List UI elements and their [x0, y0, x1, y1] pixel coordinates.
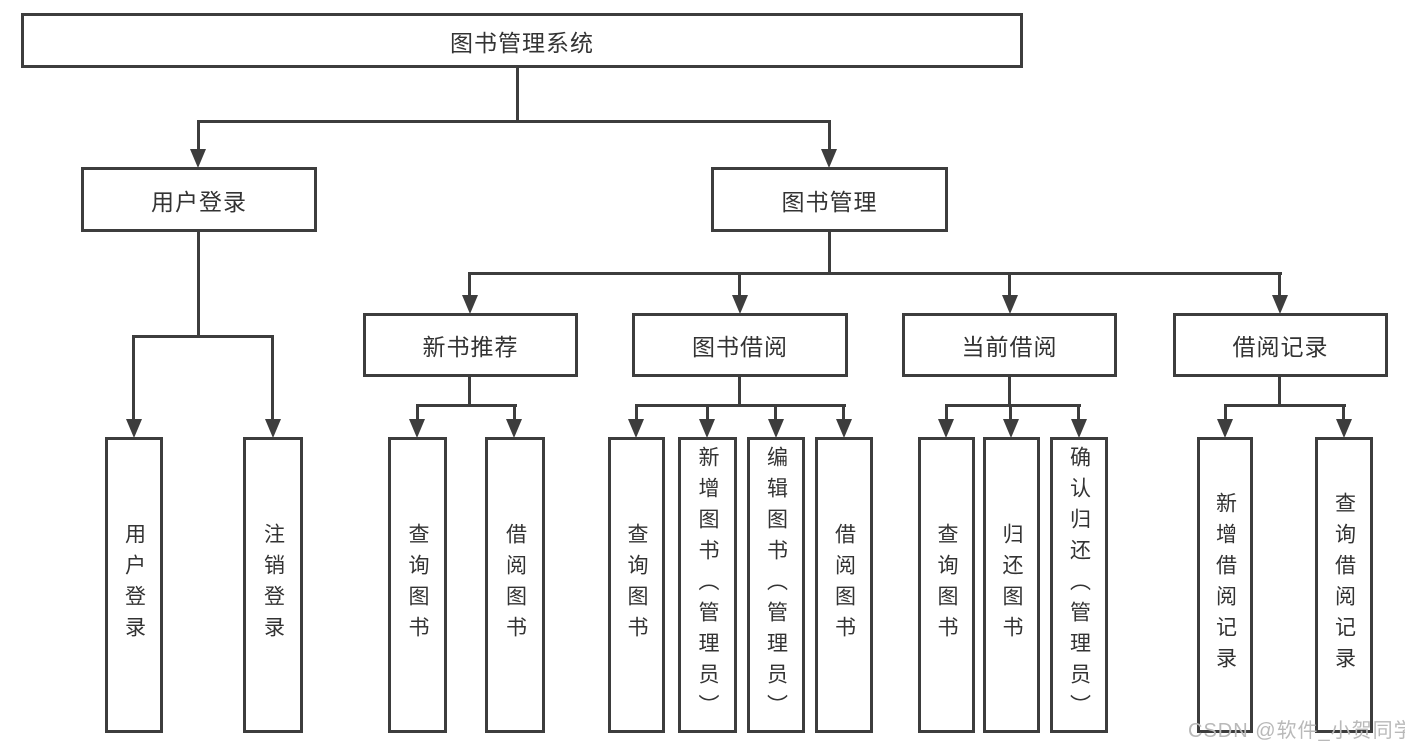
connector-root-span	[197, 120, 831, 123]
connector-to-user-login	[197, 120, 200, 153]
connector-root-stem	[516, 68, 519, 123]
arrow-down-icon	[821, 149, 837, 168]
arrow-down-icon	[768, 419, 784, 438]
arrow-down-icon	[1272, 295, 1288, 314]
connector-leaf-stub	[513, 404, 516, 421]
arrow-down-icon	[732, 295, 748, 314]
connector-leaf-stub	[1009, 404, 1012, 421]
connector-to-borrow-records	[1278, 272, 1281, 298]
node-user-login: 用户登录	[81, 167, 317, 232]
leaf-user-login: 用户登录	[105, 437, 163, 733]
arrow-down-icon	[1071, 419, 1087, 438]
arrow-down-icon	[1002, 295, 1018, 314]
connector-leaf-stub	[1224, 404, 1227, 421]
connector-borrow-records-span	[1224, 404, 1346, 407]
leaf-borrow-books-recommend: 借阅图书	[485, 437, 545, 733]
node-book-mgmt: 图书管理	[711, 167, 948, 232]
csdn-watermark: CSDN @软件_小贺同学	[1188, 720, 1405, 742]
arrow-down-icon	[1336, 419, 1352, 438]
arrow-down-icon	[265, 419, 281, 438]
connector-to-current-borrow	[1008, 272, 1011, 298]
leaf-logout: 注销登录	[243, 437, 303, 733]
connector-to-new-books	[468, 272, 471, 298]
connector-to-leaf-user-login	[132, 335, 135, 421]
leaf-query-books-current: 查询图书	[918, 437, 975, 733]
connector-borrow-records-stem	[1278, 377, 1281, 407]
arrow-down-icon	[190, 149, 206, 168]
leaf-edit-book-admin: 编辑图书（管理员）	[747, 437, 805, 733]
connector-to-book-borrow	[738, 272, 741, 298]
arrow-down-icon	[628, 419, 644, 438]
connector-leaf-stub	[416, 404, 419, 421]
connector-leaf-stub	[945, 404, 948, 421]
connector-user-login-span	[132, 335, 274, 338]
leaf-query-books-borrow: 查询图书	[608, 437, 665, 733]
node-new-book-recommend: 新书推荐	[363, 313, 578, 377]
leaf-query-borrow-record: 查询借阅记录	[1315, 437, 1373, 733]
connector-leaf-stub	[706, 404, 709, 421]
leaf-query-books-recommend: 查询图书	[388, 437, 447, 733]
connector-leaf-stub	[774, 404, 777, 421]
connector-to-leaf-logout	[271, 335, 274, 421]
arrow-down-icon	[699, 419, 715, 438]
connector-leaf-stub	[635, 404, 638, 421]
connector-book-mgmt-span	[468, 272, 1282, 275]
connector-user-login-stem	[197, 232, 200, 338]
leaf-add-book-admin: 新增图书（管理员）	[678, 437, 737, 733]
connector-book-mgmt-stem	[828, 232, 831, 275]
leaf-add-borrow-record: 新增借阅记录	[1197, 437, 1253, 733]
connector-book-borrow-stem	[738, 377, 741, 407]
arrow-down-icon	[1217, 419, 1233, 438]
leaf-borrow-books: 借阅图书	[815, 437, 873, 733]
connector-leaf-stub	[1342, 404, 1345, 421]
node-library-management-system: 图书管理系统	[21, 13, 1023, 68]
connector-current-borrow-span	[945, 404, 1081, 407]
arrow-down-icon	[462, 295, 478, 314]
connector-leaf-stub	[842, 404, 845, 421]
connector-new-books-stem	[468, 377, 471, 407]
arrow-down-icon	[836, 419, 852, 438]
connector-new-books-span	[416, 404, 517, 407]
leaf-confirm-return-admin: 确认归还（管理员）	[1050, 437, 1108, 733]
arrow-down-icon	[126, 419, 142, 438]
arrow-down-icon	[506, 419, 522, 438]
arrow-down-icon	[409, 419, 425, 438]
connector-to-book-mgmt	[828, 120, 831, 153]
connector-leaf-stub	[1077, 404, 1080, 421]
connector-book-borrow-span	[635, 404, 846, 407]
arrow-down-icon	[938, 419, 954, 438]
node-book-borrow: 图书借阅	[632, 313, 848, 377]
node-borrow-records: 借阅记录	[1173, 313, 1388, 377]
leaf-return-book: 归还图书	[983, 437, 1040, 733]
connector-current-borrow-stem	[1008, 377, 1011, 407]
arrow-down-icon	[1003, 419, 1019, 438]
node-current-borrow: 当前借阅	[902, 313, 1117, 377]
